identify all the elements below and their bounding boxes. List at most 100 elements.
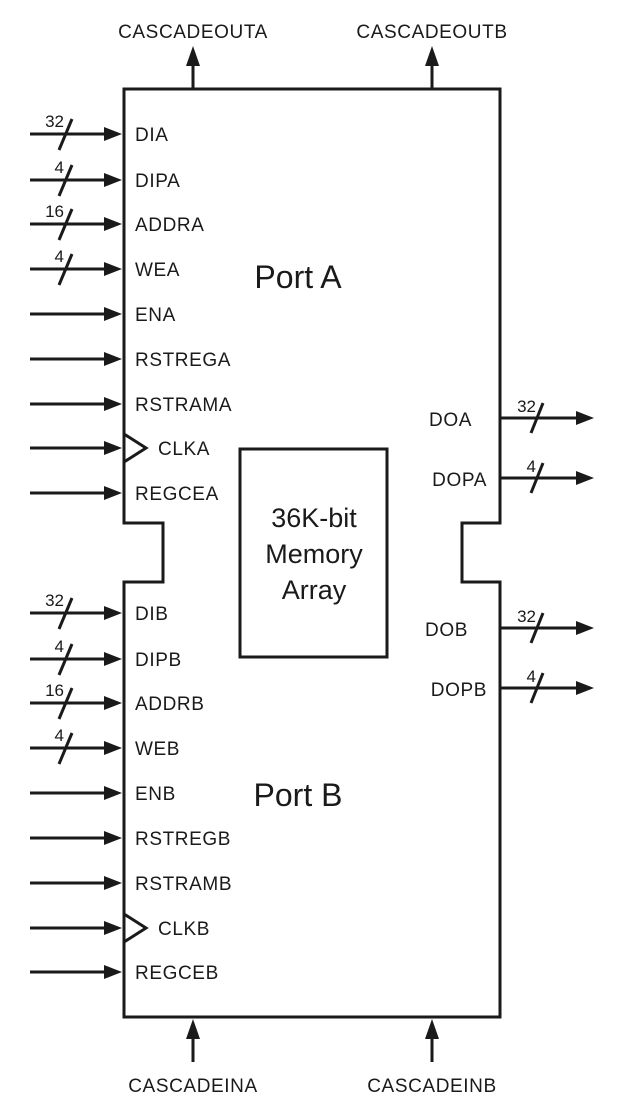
bus-width-label: 32	[517, 607, 536, 626]
port-b-title: Port B	[254, 777, 343, 813]
arrow-right-icon	[104, 307, 122, 321]
memory-array-box	[238, 447, 389, 659]
pin-label: RSTRAMA	[135, 395, 232, 416]
bus-slash-icon	[529, 672, 545, 704]
arrow-right-icon	[104, 217, 122, 231]
port-a-title: Port A	[254, 259, 342, 295]
cascade-out-b-label: CASCADEOUTB	[356, 22, 507, 43]
bus-width-label: 32	[517, 397, 536, 416]
pin-label: DIPB	[135, 650, 182, 671]
arrow-up-icon	[425, 46, 439, 66]
cascade-in-b: CASCADEINB	[367, 1019, 496, 1097]
clock-triangle-icon	[123, 432, 149, 464]
bus-width-label: 4	[527, 667, 536, 686]
pin-label: WEA	[135, 260, 180, 281]
memory-label-line-3: Array	[282, 575, 347, 605]
input-pin-regceb: REGCEB	[30, 963, 219, 984]
arrow-right-icon	[104, 741, 122, 755]
arrow-right-icon	[104, 652, 122, 666]
arrow-right-icon	[576, 621, 594, 635]
input-pin-rstrega: RSTREGA	[30, 350, 231, 371]
bus-slash-icon	[529, 402, 545, 434]
pin-label: DIB	[135, 604, 168, 625]
pin-label: DOPB	[431, 680, 487, 701]
bus-slash-icon	[57, 164, 74, 197]
input-pin-regcea: REGCEA	[30, 484, 218, 505]
pin-label: RSTREGB	[135, 829, 231, 850]
arrow-up-icon	[425, 1019, 439, 1039]
input-pin-rstregb: RSTREGB	[30, 829, 231, 850]
bus-width-label: 4	[55, 726, 64, 745]
pin-label: REGCEB	[135, 963, 219, 984]
input-pins: 32DIA4DIPA16ADDRA4WEAENARSTREGARSTRAMACL…	[30, 112, 232, 984]
bus-width-label: 4	[55, 637, 64, 656]
arrow-right-icon	[104, 262, 122, 276]
bus-slash-icon	[529, 612, 545, 644]
pin-label: ENB	[135, 784, 176, 805]
arrow-right-icon	[104, 486, 122, 500]
pin-label: DIA	[135, 125, 168, 146]
bus-width-label: 32	[45, 591, 64, 610]
pin-label: CLKB	[158, 919, 210, 940]
bus-slash-icon	[57, 732, 74, 765]
input-pin-enb: ENB	[30, 784, 176, 805]
memory-label-line-2: Memory	[265, 539, 363, 569]
bus-slash-icon	[57, 687, 74, 720]
bus-slash-icon	[57, 253, 74, 286]
bus-slash-icon	[529, 462, 545, 494]
bus-width-label: 16	[45, 681, 64, 700]
cascade-in-a: CASCADEINA	[128, 1019, 257, 1097]
pin-label: DOB	[425, 620, 468, 641]
arrow-right-icon	[576, 411, 594, 425]
input-pin-clka: CLKA	[30, 432, 210, 464]
bus-width-label: 4	[527, 457, 536, 476]
arrow-right-icon	[104, 786, 122, 800]
arrow-right-icon	[104, 696, 122, 710]
pin-label: ENA	[135, 305, 176, 326]
pin-label: RSTREGA	[135, 350, 231, 371]
cascade-out-a-label: CASCADEOUTA	[118, 22, 268, 43]
bus-slash-icon	[57, 597, 74, 630]
bus-slash-icon	[57, 208, 74, 241]
arrow-right-icon	[104, 173, 122, 187]
pin-label: RSTRAMB	[135, 874, 232, 895]
arrow-right-icon	[104, 876, 122, 890]
arrow-right-icon	[104, 965, 122, 979]
arrow-right-icon	[104, 397, 122, 411]
arrow-right-icon	[104, 127, 122, 141]
arrow-right-icon	[104, 831, 122, 845]
arrow-right-icon	[576, 471, 594, 485]
memory-label-line-1: 36K-bit	[271, 503, 357, 533]
pin-label: WEB	[135, 739, 180, 760]
arrow-right-icon	[576, 681, 594, 695]
pin-label: DOA	[429, 410, 472, 431]
bus-width-label: 4	[55, 158, 64, 177]
input-pin-clkb: CLKB	[30, 912, 210, 944]
pin-label: ADDRA	[135, 215, 205, 236]
arrow-right-icon	[104, 441, 122, 455]
bus-width-label: 4	[55, 247, 64, 266]
bus-width-label: 16	[45, 202, 64, 221]
pin-label: ADDRB	[135, 694, 205, 715]
arrow-up-icon	[186, 1019, 200, 1039]
cascade-out-b: CASCADEOUTB	[356, 22, 507, 89]
pin-label: DIPA	[135, 171, 180, 192]
input-pin-ena: ENA	[30, 305, 176, 326]
input-pin-rstramb: RSTRAMB	[30, 874, 232, 895]
pin-label: CLKA	[158, 439, 210, 460]
bus-slash-icon	[57, 643, 74, 676]
input-pin-rstrama: RSTRAMA	[30, 395, 232, 416]
pin-label: DOPA	[432, 470, 487, 491]
